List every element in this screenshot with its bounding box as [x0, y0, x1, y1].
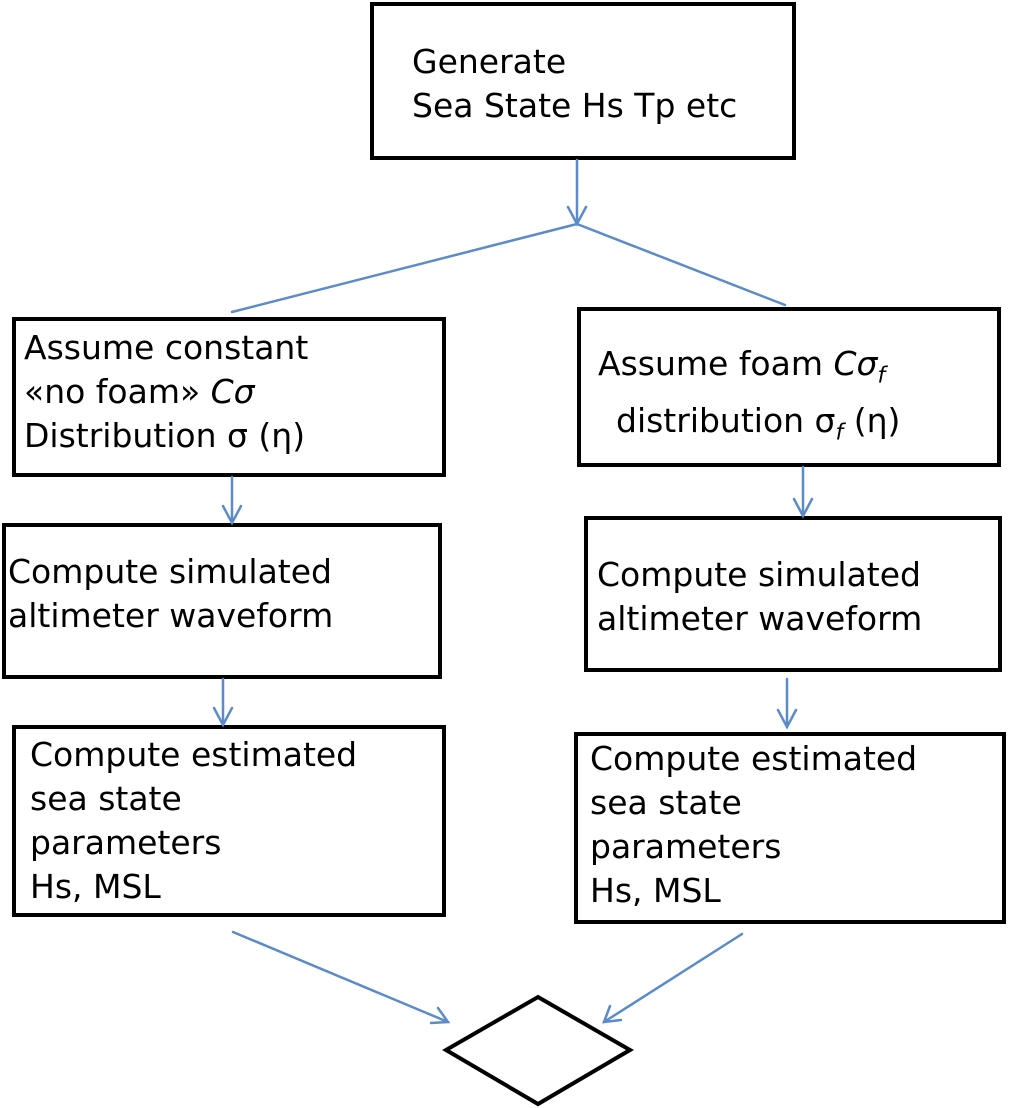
right-compute-waveform-text: Compute simulated altimeter waveform — [597, 553, 922, 641]
c-sigma-symbol: Cσ — [210, 372, 255, 411]
subscript-f: f — [877, 363, 886, 389]
left-compute-waveform-text: Compute simulated altimeter waveform — [8, 550, 333, 638]
text-line: altimeter waveform — [597, 599, 923, 638]
text-line: Assume foam Cσf — [598, 342, 900, 399]
text-line: Compute simulated — [8, 552, 332, 591]
arrowhead — [776, 708, 798, 730]
subscript-f: f — [835, 420, 844, 446]
left-compute-params-text: Compute estimated sea state parameters H… — [30, 733, 357, 909]
text-fragment: (η) — [843, 400, 901, 440]
connector-line — [230, 222, 579, 314]
assume-foam-text: Assume foam Cσf distribution σf (η) — [598, 342, 900, 455]
right-compute-params-text: Compute estimated sea state parameters H… — [590, 737, 917, 913]
arrowhead — [212, 706, 234, 728]
assume-foam-box — [577, 307, 1001, 467]
generate-sea-state-text: Generate Sea State Hs Tp etc — [412, 40, 737, 128]
arrowhead — [792, 497, 814, 519]
left-compute-params-box — [12, 725, 446, 917]
c-sigma-symbol: Cσ — [833, 344, 878, 383]
text-line: Hs, MSL — [30, 867, 161, 906]
generate-sea-state-box — [370, 2, 796, 160]
arrowhead — [602, 1004, 623, 1024]
text-line: parameters — [30, 823, 222, 862]
arrowhead — [429, 1006, 451, 1025]
decision-diamond — [442, 994, 634, 1107]
text-line: parameters — [590, 827, 782, 866]
connector-line — [602, 932, 744, 1024]
assume-no-foam-text: Assume constant «no foam» Cσ Distributio… — [24, 326, 308, 458]
text-line: Generate — [412, 42, 567, 81]
text-line: distribution σf (η) — [598, 399, 900, 456]
text-line: sea state — [30, 779, 182, 818]
right-compute-params-box — [574, 732, 1006, 924]
right-compute-waveform-box — [584, 516, 1002, 672]
text-line: Compute simulated — [597, 555, 921, 594]
text-line: Hs, MSL — [590, 871, 721, 910]
text-line: «no foam» Cσ — [24, 370, 308, 414]
text-line: Compute estimated — [30, 735, 358, 774]
connector-line — [231, 930, 450, 1024]
text-line: Distribution σ (η) — [24, 416, 306, 455]
text-fragment: Assume foam — [598, 344, 834, 383]
assume-no-foam-box — [12, 317, 446, 477]
text-fragment: distribution σ — [616, 400, 836, 440]
connector-line — [575, 222, 787, 307]
text-line: Assume constant — [24, 328, 309, 367]
text-line: altimeter waveform — [8, 596, 334, 635]
arrowhead — [221, 504, 243, 526]
left-compute-waveform-box — [2, 523, 442, 679]
text-line: sea state — [590, 783, 742, 822]
text-fragment: «no foam» — [24, 372, 211, 411]
text-line: Compute estimated — [590, 739, 918, 778]
text-line: Sea State Hs Tp etc — [412, 86, 738, 125]
